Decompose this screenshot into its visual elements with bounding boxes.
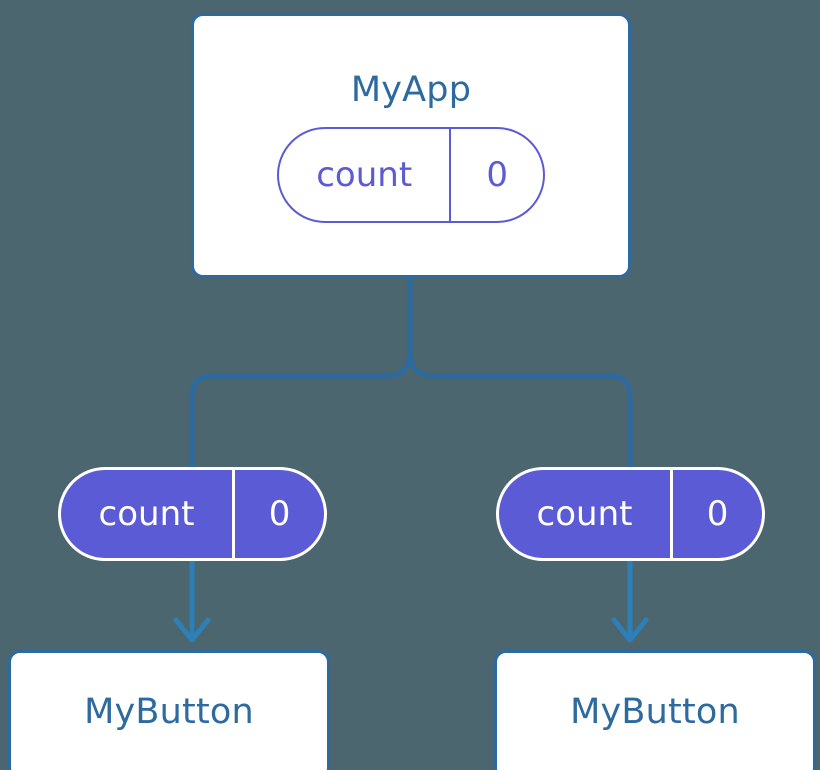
state-pill-myapp[interactable]: count 0 bbox=[277, 127, 545, 223]
edge-branch-left bbox=[189, 351, 413, 470]
prop-pill-right-key: count bbox=[499, 470, 674, 558]
prop-pill-left[interactable]: count 0 bbox=[58, 467, 327, 561]
component-name-myapp: MyApp bbox=[350, 70, 472, 110]
component-box-mybutton-left[interactable]: MyButton bbox=[8, 650, 330, 770]
component-name-mybutton-left: MyButton bbox=[84, 692, 254, 732]
arrow-head-left-icon bbox=[173, 617, 211, 643]
state-pill-key: count bbox=[279, 129, 452, 221]
prop-pill-right[interactable]: count 0 bbox=[496, 467, 765, 561]
prop-pill-left-value: 0 bbox=[268, 494, 291, 534]
component-name-mybutton-right: MyButton bbox=[570, 692, 740, 732]
edge-branch-right bbox=[407, 351, 633, 470]
prop-pill-right-value: 0 bbox=[706, 494, 729, 534]
prop-pill-left-key: count bbox=[61, 470, 236, 558]
arrow-head-right-icon bbox=[611, 617, 649, 643]
component-box-mybutton-right[interactable]: MyButton bbox=[494, 650, 816, 770]
state-pill-value: 0 bbox=[486, 155, 509, 195]
